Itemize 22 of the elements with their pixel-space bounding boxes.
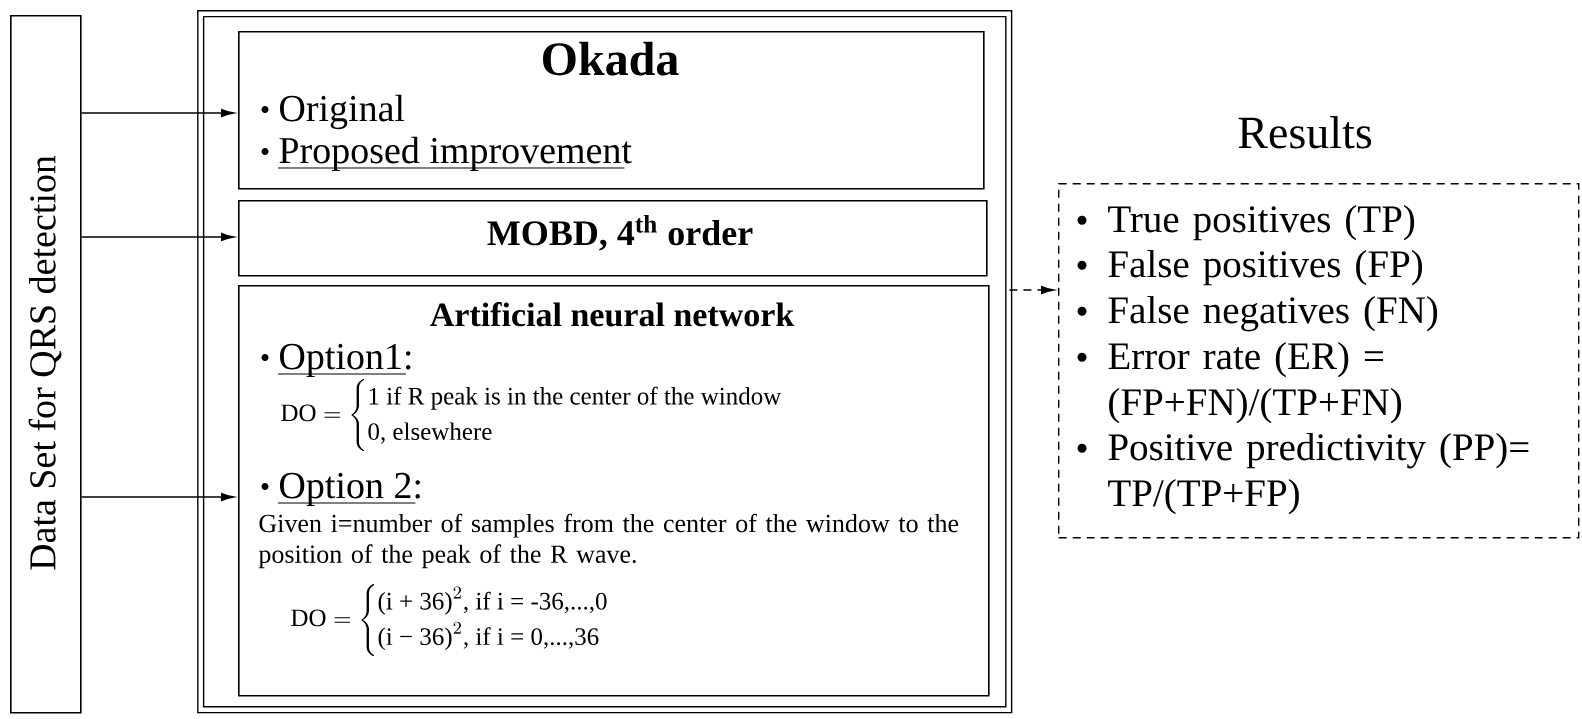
formula: $\text{DO} = \begin{cases}\text{(i + 36)}^{2}\text{, if i = -36,...,0}\\ \text{(i − 36)}^{2}\text{, if i = 0,...,36}\end{cases}$ xyxy=(291,584,607,656)
box-heading: Results xyxy=(1238,116,1372,149)
arrow xyxy=(80,232,235,242)
box-heading: MOBD, 4$^{th}$ order xyxy=(487,215,753,251)
bullet-item: Option1: xyxy=(261,343,411,378)
body-text: Given i=number of samples from the center of the window to the position of the peak of the R wave. xyxy=(258,513,959,569)
bullet-item: Original xyxy=(261,94,405,130)
bullet-item: Positive predictivity (PP)= TP/(TP+FP) xyxy=(1077,432,1529,515)
box-heading: Okada xyxy=(543,41,679,76)
box-heading: Artificial neural network xyxy=(430,302,795,327)
arrow xyxy=(80,492,235,502)
outer-frame xyxy=(197,10,1013,714)
formula: $\text{DO} = \begin{cases}\text{1 if R peak is in the center of the window}\\ \text{0, elsewhere}\end{cases}$ xyxy=(281,379,782,451)
bullet-item: Proposed improvement xyxy=(261,136,632,172)
bullet-item: False positives (FP) xyxy=(1077,249,1422,286)
arrow xyxy=(80,108,235,118)
arrow xyxy=(1008,285,1055,295)
bullet-item: Option 2: xyxy=(261,472,420,507)
bullet-item: False negatives (FN) xyxy=(1077,295,1438,332)
bullet-item: True positives (TP) xyxy=(1077,204,1415,241)
box-label: Data Set for QRS detection xyxy=(28,155,62,570)
bullet-item: Error rate (ER) = (FP+FN)/(TP+FN) xyxy=(1077,341,1402,424)
